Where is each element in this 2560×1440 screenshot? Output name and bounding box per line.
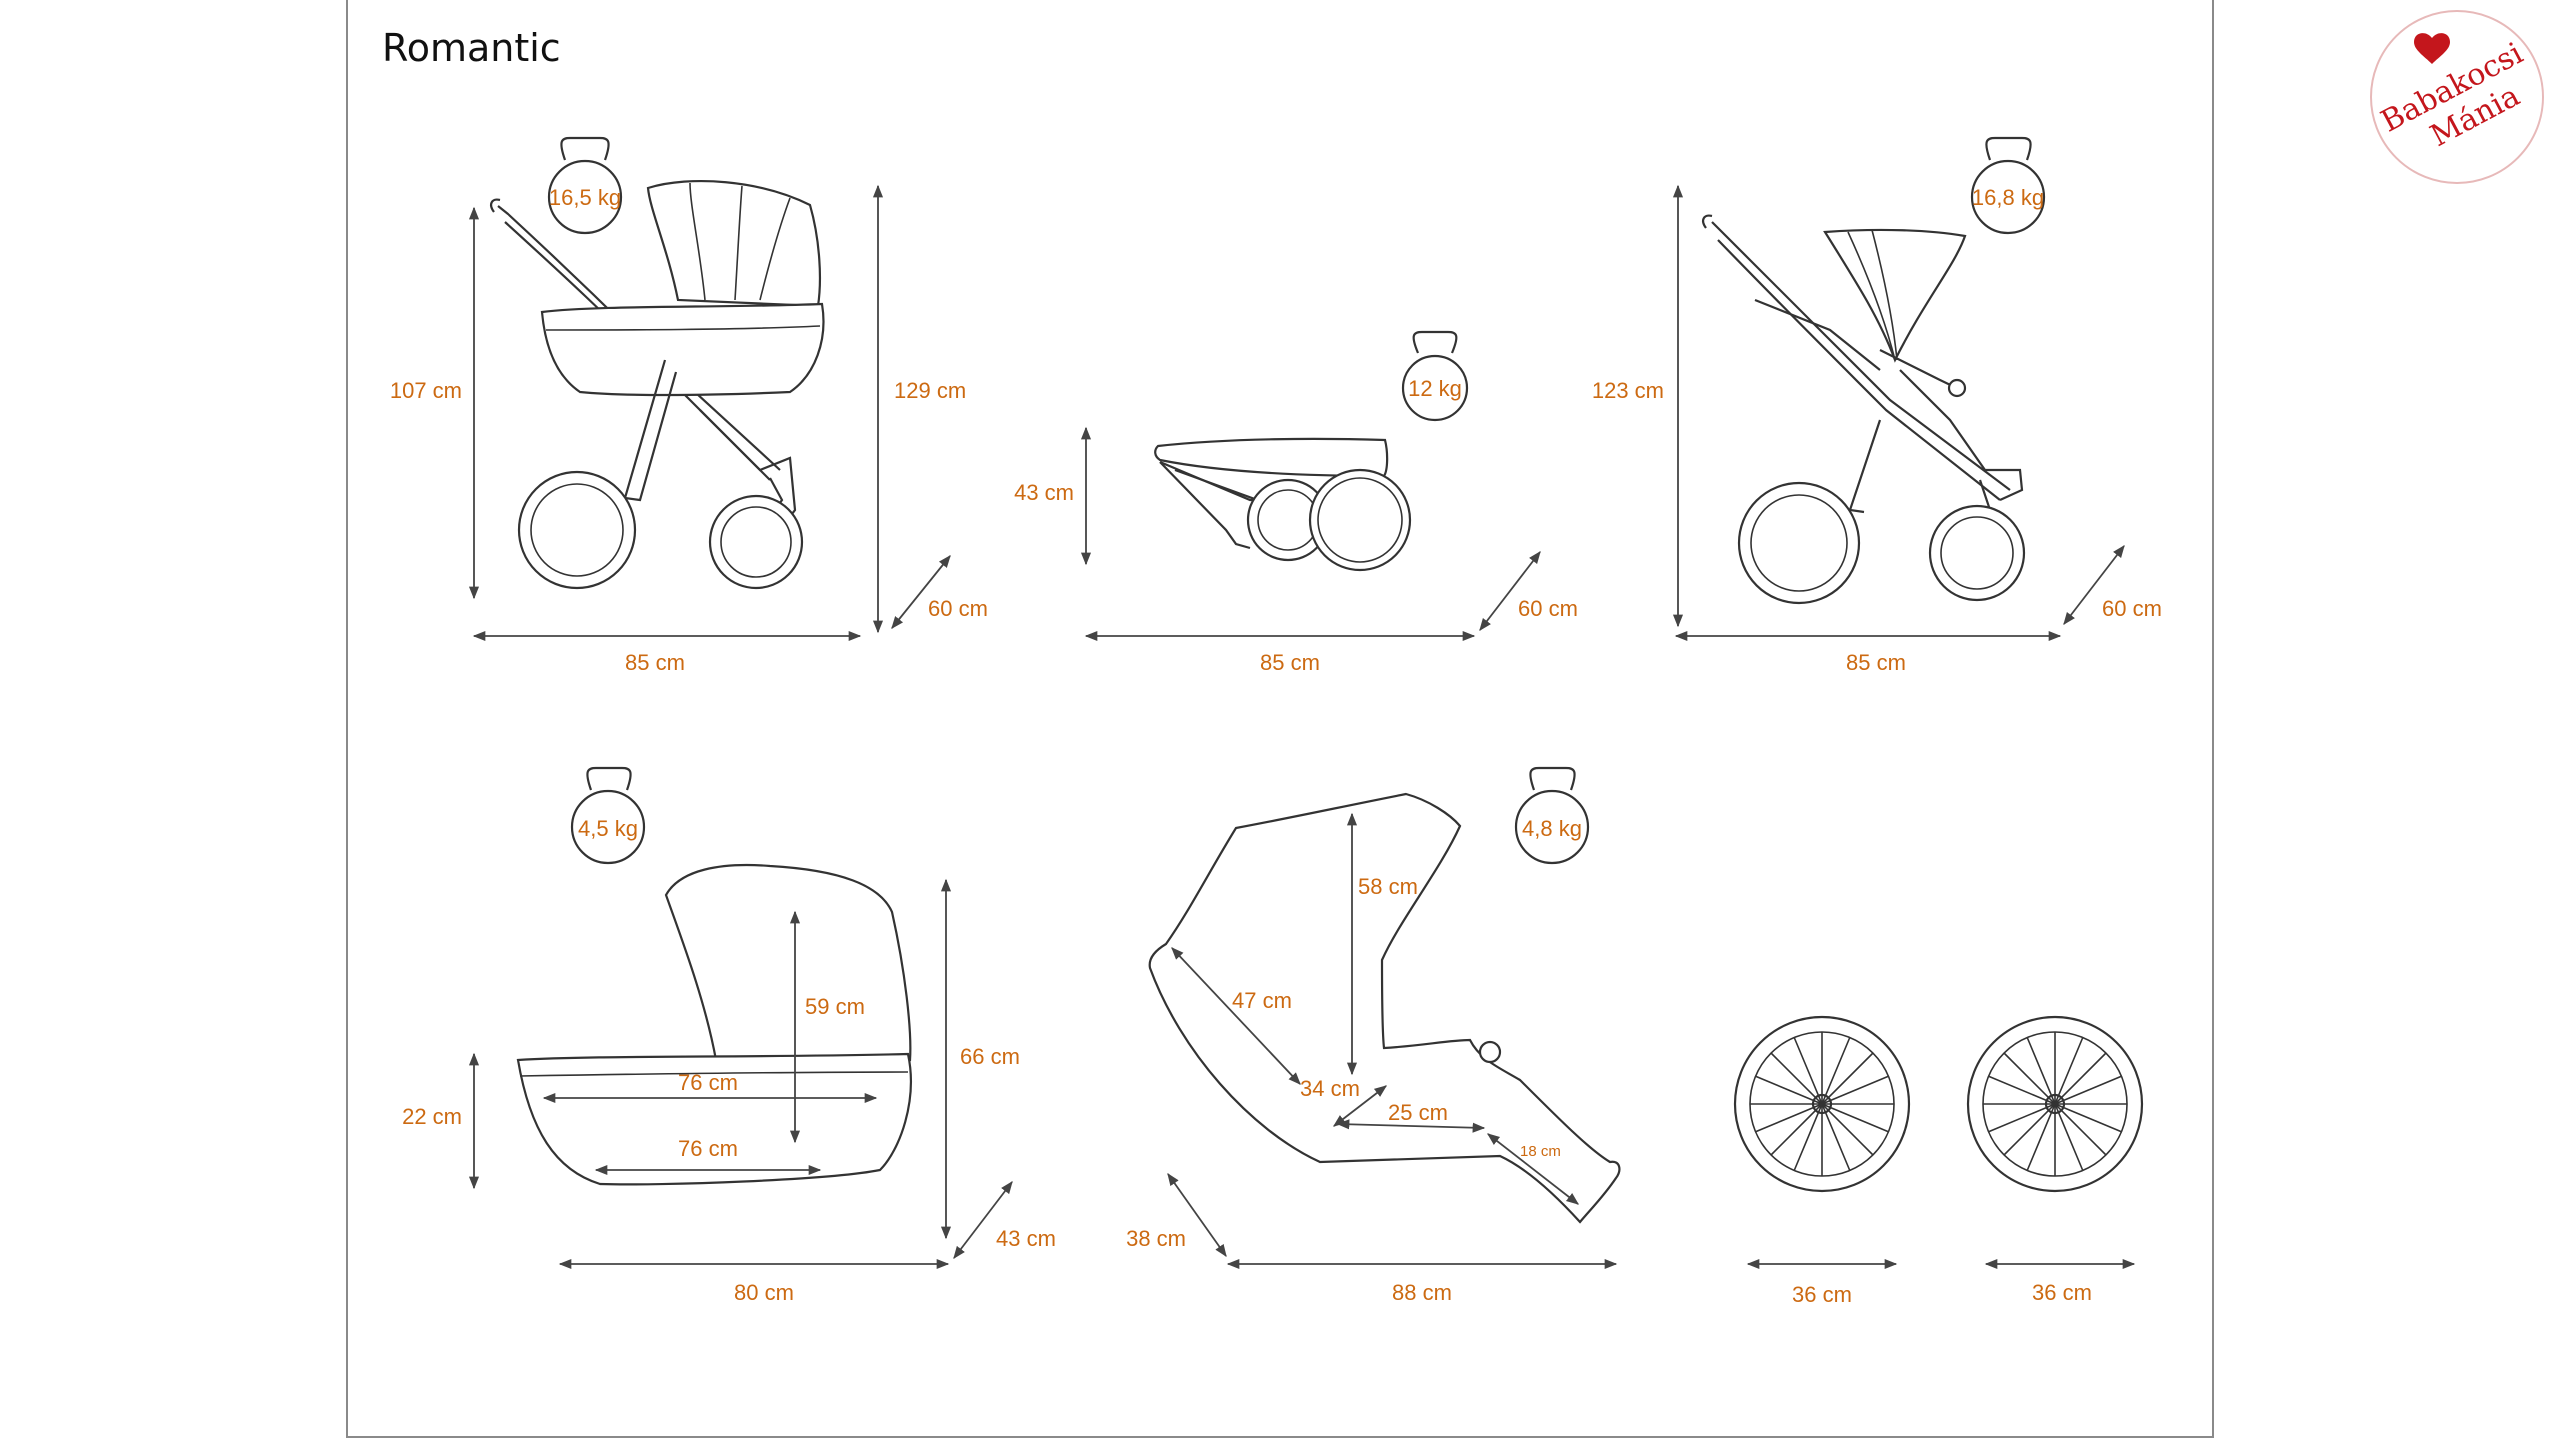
pram-weight-label: 16,5 kg — [549, 185, 621, 210]
carrycot-hood-height-label: 59 cm — [805, 994, 865, 1019]
seat-back-length-label: 47 cm — [1232, 988, 1292, 1013]
page-title: Romantic — [382, 26, 561, 70]
seat-back-height-label: 58 cm — [1358, 874, 1418, 899]
seat-weight-label: 4,8 kg — [1522, 816, 1582, 841]
pram-total-height-label: 129 cm — [894, 378, 966, 403]
pram-height-label: 107 cm — [390, 378, 462, 403]
babakocsi-mania-logo: Babakocsi Mánia — [2370, 10, 2544, 184]
weight-icon — [1401, 330, 1469, 422]
front-wheel-drawing — [1733, 1015, 1911, 1193]
folded-length-label: 85 cm — [1260, 650, 1320, 675]
stroller-weight-label: 16,8 kg — [1972, 185, 2044, 210]
pram-length-label: 85 cm — [625, 650, 685, 675]
carrycot-weight-label: 4,5 kg — [578, 816, 638, 841]
carrycot-inner-bottom-label: 76 cm — [678, 1136, 738, 1161]
folded-weight-label: 12 kg — [1408, 376, 1462, 401]
folded-depth-label: 60 cm — [1518, 596, 1578, 621]
carrycot-total-height-label: 66 cm — [960, 1044, 1020, 1069]
weight-icon — [1514, 766, 1590, 865]
folded-height-label: 43 cm — [1014, 480, 1074, 505]
folded-frame-drawing — [1154, 330, 1469, 572]
carrycot-height-label: 22 cm — [402, 1104, 462, 1129]
seat-depth-overall-label: 38 cm — [1126, 1226, 1186, 1251]
weight-icon — [547, 136, 623, 235]
seat-length-label: 88 cm — [1392, 1280, 1452, 1305]
seat-width-label: 34 cm — [1300, 1076, 1360, 1101]
front-wheel-label: 36 cm — [1792, 1282, 1852, 1307]
heart-icon — [2414, 33, 2450, 64]
stroller-depth-label: 60 cm — [2102, 596, 2162, 621]
seat-depth-label: 25 cm — [1388, 1100, 1448, 1125]
weight-icon — [570, 766, 646, 865]
pram-drawing — [490, 136, 825, 590]
carrycot-inner-top-label: 76 cm — [678, 1070, 738, 1095]
stroller-height-label: 123 cm — [1592, 378, 1664, 403]
pram-depth-label: 60 cm — [928, 596, 988, 621]
carrycot-length-label: 80 cm — [734, 1280, 794, 1305]
carrycot-depth-label: 43 cm — [996, 1226, 1056, 1251]
rear-wheel-drawing — [1966, 1015, 2144, 1193]
carrycot-drawing — [516, 766, 912, 1186]
stroller-drawing — [1702, 136, 2046, 605]
weight-icon — [1970, 136, 2046, 235]
rear-wheel-label: 36 cm — [2032, 1280, 2092, 1305]
stroller-length-label: 85 cm — [1846, 650, 1906, 675]
seat-footrest-label: 18 cm — [1520, 1143, 1561, 1160]
